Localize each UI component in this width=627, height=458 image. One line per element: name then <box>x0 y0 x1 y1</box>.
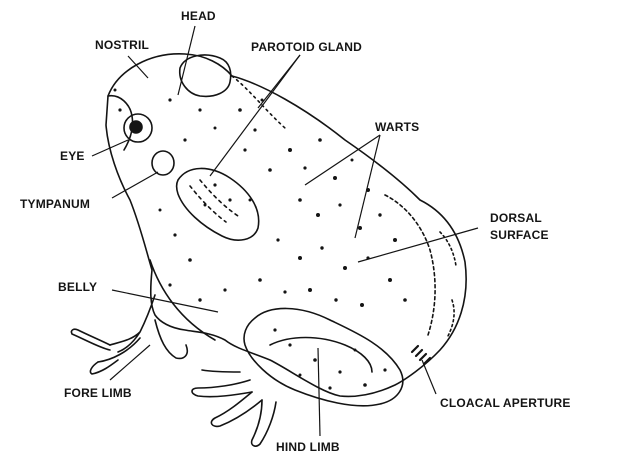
head-dome <box>180 55 231 96</box>
leader-head <box>178 26 195 95</box>
face-outline <box>108 96 133 150</box>
label-nostril: NOSTRIL <box>95 38 149 52</box>
label-tympanum: TYMPANUM <box>20 197 90 211</box>
eye-pupil <box>130 121 142 133</box>
leader-fore-limb <box>110 345 150 380</box>
label-dorsal-line2: SURFACE <box>490 227 549 244</box>
frog-body-outline <box>106 54 466 397</box>
leader-parotoid-2 <box>210 55 300 176</box>
label-eye: EYE <box>60 149 85 163</box>
label-fore-limb: FORE LIMB <box>64 386 132 400</box>
label-parotoid-gland: PAROTOID GLAND <box>251 40 362 54</box>
leader-nostril <box>128 56 148 78</box>
leader-cloacal <box>422 360 436 394</box>
label-warts: WARTS <box>375 120 419 134</box>
leader-hind-limb <box>318 348 320 436</box>
tympanum-disc <box>152 151 174 175</box>
label-cloacal-aperture: CLOACAL APERTURE <box>440 396 571 410</box>
label-dorsal-line1: DORSAL <box>490 210 549 227</box>
leader-warts-1 <box>305 135 380 185</box>
cloacal-aperture-mark <box>412 346 430 364</box>
wart-dots <box>114 89 407 390</box>
leader-eye <box>92 140 128 156</box>
label-belly: BELLY <box>58 280 97 294</box>
parotoid-gland-outline <box>177 168 259 240</box>
label-hind-limb: HIND LIMB <box>276 440 340 454</box>
label-head: HEAD <box>181 9 216 23</box>
label-dorsal-surface: DORSAL SURFACE <box>490 210 549 244</box>
